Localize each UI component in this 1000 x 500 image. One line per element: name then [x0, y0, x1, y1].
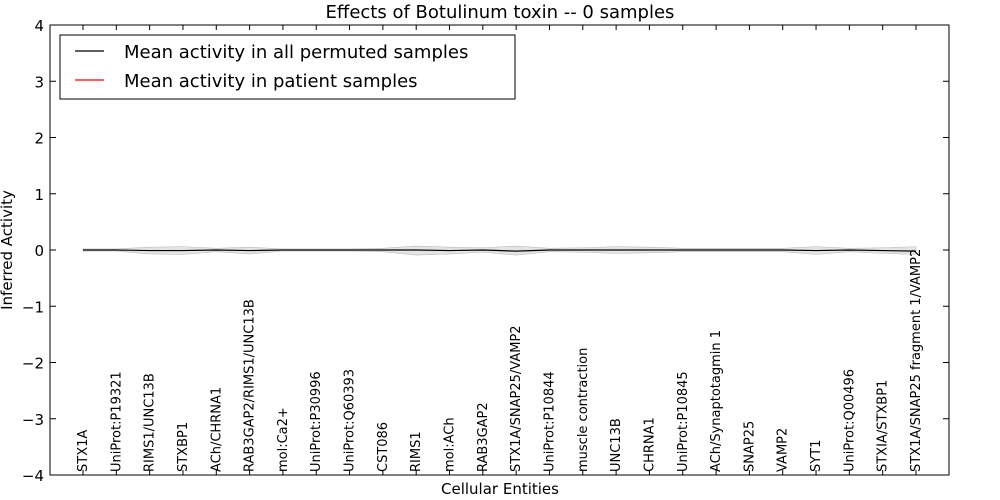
y-tick-label: −4	[22, 467, 44, 485]
y-tick-label: −3	[22, 411, 44, 429]
chart-title: Effects of Botulinum toxin -- 0 samples	[326, 2, 675, 23]
y-tick-label: 3	[34, 73, 44, 91]
x-tick-label: UniProt:P10845	[676, 371, 691, 472]
y-tick-label: 4	[34, 17, 44, 35]
x-tick-label: UniProt:Q60393	[343, 369, 358, 472]
x-tick-label: muscle contraction	[576, 348, 591, 472]
x-tick-label: UniProt:P30996	[309, 371, 324, 472]
x-tick-label: CHRNA1	[642, 417, 657, 472]
x-tick-label: RAB3GAP2	[476, 402, 491, 472]
x-tick-label: CST086	[376, 422, 391, 472]
axis-ticks: −4 −3 −2 −1 0 1 2 3 4	[22, 17, 949, 485]
x-tick-label: mol:Ca2+	[276, 407, 291, 472]
x-tick-label: RIMS1/UNC13B	[143, 373, 158, 472]
x-tick-label: RIMS1	[409, 431, 424, 472]
x-tick-label: STX1A/SNAP25 fragment 1/VAMP2	[909, 249, 924, 472]
series-layer	[83, 249, 917, 252]
legend-label-permuted: Mean activity in all permuted samples	[124, 42, 468, 63]
x-tick-label: ACh/CHRNA1	[209, 387, 224, 472]
x-tick-label: STX1A	[76, 430, 91, 472]
y-tick-label: −1	[22, 298, 44, 316]
y-axis-label: Inferred Activity	[0, 190, 16, 310]
legend-label-patient: Mean activity in patient samples	[124, 71, 418, 92]
x-tick-label: ACh/Synaptotagmin 1	[709, 330, 724, 472]
x-tick-labels: STX1A UniProt:P19321 RIMS1/UNC13B STXBP1 ACh…	[76, 249, 924, 472]
legend: Mean activity in all permuted samples Me…	[59, 34, 516, 100]
x-axis-label: Cellular Entities	[441, 480, 559, 498]
y-tick-label: 1	[34, 186, 44, 204]
x-tick-label: SYT1	[809, 440, 824, 472]
y-tick-label: 0	[34, 242, 44, 260]
series-line-0	[83, 249, 917, 252]
x-tick-label: STX1A/SNAP25/VAMP2	[509, 325, 524, 472]
x-tick-label: RAB3GAP2/RIMS1/UNC13B	[243, 299, 258, 472]
y-tick-label: 2	[34, 130, 44, 148]
y-tick-label: −2	[22, 355, 44, 373]
x-tick-label: STXBP1	[176, 422, 191, 472]
x-tick-label: SNAP25	[742, 421, 757, 472]
x-tick-label: UniProt:P10844	[542, 371, 557, 472]
x-tick-label: UNC13B	[609, 418, 624, 472]
legend-frame	[59, 34, 516, 100]
x-tick-label: STXIA/STXBP1	[876, 380, 891, 472]
plot-frame	[49, 24, 950, 476]
x-tick-label: UniProt:P19321	[109, 371, 124, 472]
x-tick-label: mol:ACh	[443, 417, 458, 472]
x-tick-label: UniProt:Q00496	[842, 369, 857, 472]
x-tick-label: VAMP2	[776, 428, 791, 472]
